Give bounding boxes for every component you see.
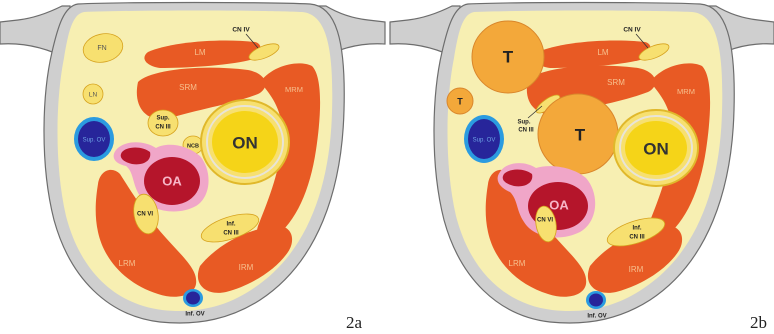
inf-cn3-label-a-2: CN III bbox=[223, 231, 239, 237]
irm-label-a: IRM bbox=[239, 263, 254, 272]
cn4-label-a: CN IV bbox=[232, 27, 250, 34]
panel-a: FN LM CN IV LN SRM MRM Sup. OV Sup. CN I… bbox=[0, 3, 385, 333]
on-label-b: ON bbox=[643, 139, 669, 158]
inf-cn3-label-b-2: CN III bbox=[629, 235, 645, 241]
inf-ov-a bbox=[186, 292, 200, 305]
tumor-large-label: T bbox=[503, 47, 514, 66]
sup-cn3-nerve-a bbox=[148, 110, 178, 136]
lrm-label-b: LRM bbox=[509, 259, 526, 268]
figure-number-b: 2b bbox=[750, 313, 767, 332]
panel-b: T T T LM CN IV SRM MRM Sup. OV Sup. CN I… bbox=[390, 3, 774, 333]
sup-ov-label-a: Sup. OV bbox=[83, 138, 106, 144]
sup-cn3-label-a-2: CN III bbox=[155, 125, 171, 131]
cn4-label-b: CN IV bbox=[623, 27, 641, 34]
tumor-small-label: T bbox=[457, 96, 463, 106]
oa-label-a: OA bbox=[162, 173, 182, 188]
sup-ov-label-b: Sup. OV bbox=[473, 138, 496, 144]
inf-ov-label-b: Inf. OV bbox=[587, 314, 606, 320]
cn6-label-a: CN VI bbox=[137, 212, 153, 218]
sup-cn3-label-b-2: CN III bbox=[518, 128, 534, 134]
srm-label-b: SRM bbox=[607, 78, 625, 87]
sup-cn3-label-b-1: Sup. bbox=[518, 120, 531, 126]
lm-label-b: LM bbox=[597, 48, 608, 57]
inf-ov-label-a: Inf. OV bbox=[185, 312, 204, 318]
irm-label-b: IRM bbox=[629, 265, 644, 274]
figure-number-a: 2a bbox=[346, 313, 363, 332]
mrm-label-b: MRM bbox=[677, 87, 695, 96]
lrm-label-a: LRM bbox=[119, 259, 136, 268]
ln-label: LN bbox=[89, 92, 98, 99]
on-label-a: ON bbox=[232, 133, 258, 152]
oa-label-b: OA bbox=[549, 197, 569, 212]
mrm-label-a: MRM bbox=[285, 85, 303, 94]
srm-label-a: SRM bbox=[179, 83, 197, 92]
inf-cn3-label-a-1: Inf. bbox=[227, 222, 236, 228]
fn-label: FN bbox=[97, 45, 106, 52]
ncb-label: NCB bbox=[187, 143, 199, 149]
inf-cn3-label-b-1: Inf. bbox=[633, 226, 642, 232]
lm-label-a: LM bbox=[194, 48, 205, 57]
inf-ov-b bbox=[589, 294, 603, 307]
tumor-center-label: T bbox=[575, 125, 586, 144]
sup-cn3-label-a-1: Sup. bbox=[157, 116, 170, 122]
cn6-label-b: CN VI bbox=[537, 218, 553, 224]
